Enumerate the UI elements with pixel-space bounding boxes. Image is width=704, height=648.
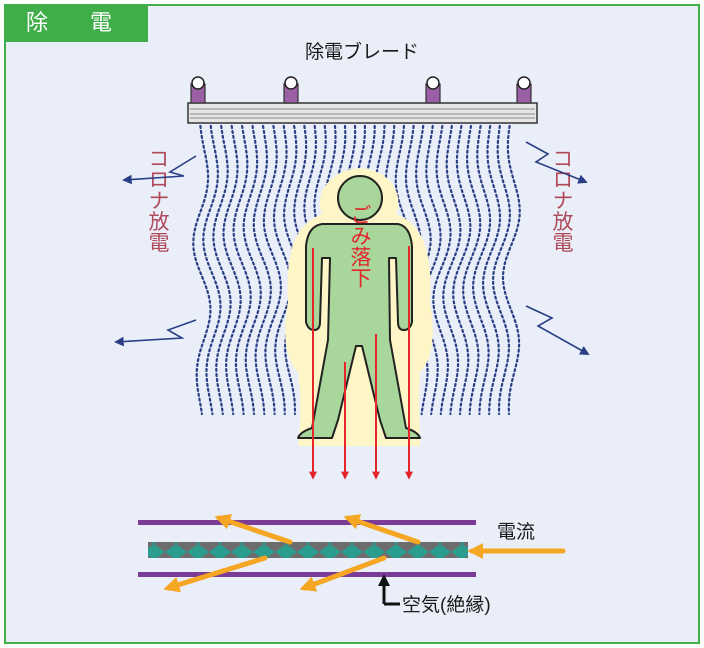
upper-plate [138,520,476,525]
ion-wave-line [242,124,262,416]
ion-wave-line [222,124,242,416]
air-pointer [378,574,400,606]
blade-icon [187,76,538,124]
current-arrow [214,514,293,545]
blade-label: 除電ブレード [305,40,419,63]
current-arrow [299,555,387,592]
dust-arrows [309,246,413,480]
ion-wave-line [272,124,292,416]
ion-wave-line [482,124,502,416]
ion-wave-line [262,124,283,416]
dust-fall-label: ごみ落下 [348,204,372,288]
ion-wave-line [252,124,272,416]
ion-wave-line [462,124,482,416]
current-label: 電流 [497,521,535,543]
section-tab: 除 電 [6,6,148,42]
current-arrow [343,514,421,545]
ion-wave-line [422,124,442,416]
corona-label-right: コロナ放電 [550,148,574,253]
corona-label-left: コロナ放電 [146,148,170,253]
ion-wave-line [192,124,212,416]
ion-wave-line [472,124,492,416]
ion-wave-line [232,124,252,416]
zigzag-arrow-icon [525,305,590,355]
zigzag-arrow-icon [525,141,588,184]
zigzag-arrow-icon [122,155,197,185]
lower-plate [138,572,476,577]
ion-wave-line [202,124,222,416]
ion-wave-line [501,124,521,416]
ion-wave-line [442,124,462,416]
ion-wave-line [432,124,452,416]
current-arrow [163,555,268,593]
zigzag-arrow-icon [114,319,197,347]
air-gap-illustration [138,520,476,577]
ion-wave-line [492,124,511,416]
ion-wave-line [452,124,472,416]
current-band [148,542,468,558]
ion-wave-line [212,124,232,416]
air-label: 空気(絶縁) [402,594,491,616]
